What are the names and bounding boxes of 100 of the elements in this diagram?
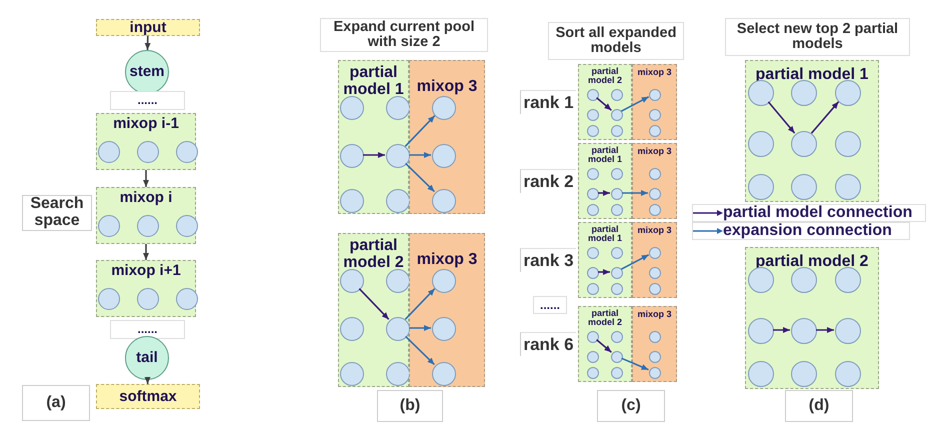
operation-circle xyxy=(587,188,599,200)
node-label: partial model 1 xyxy=(754,67,870,84)
arrow xyxy=(810,101,840,134)
operation-circle xyxy=(791,174,817,200)
title-box xyxy=(548,22,684,60)
operation-circle xyxy=(176,215,198,237)
operation-circle xyxy=(748,361,774,387)
ellipsis-box xyxy=(110,320,185,339)
layer-box xyxy=(96,19,200,36)
operation-circle xyxy=(386,317,410,341)
operation-circle xyxy=(137,288,159,310)
operation-circle xyxy=(587,247,599,259)
rank-box xyxy=(520,169,576,193)
operation-circle xyxy=(649,367,661,379)
operation-circle xyxy=(587,331,599,343)
operation-circle xyxy=(587,283,599,295)
operation-circle xyxy=(340,189,364,213)
partial-model-panel xyxy=(578,222,632,298)
arrow xyxy=(405,336,435,366)
operation-circle xyxy=(748,318,774,344)
node-label: (d) xyxy=(808,398,830,414)
node-label: Sort all expanded models xyxy=(554,26,678,56)
arrow xyxy=(596,97,612,111)
partial-model-panel xyxy=(578,143,632,219)
mixop-panel xyxy=(632,143,677,219)
legend-text: expansion connection xyxy=(723,223,892,239)
operation-circle xyxy=(835,174,861,200)
operation-circle xyxy=(611,247,623,259)
node-label: mixop 3 xyxy=(416,252,478,269)
rank-box xyxy=(520,90,576,114)
node-label: partial model 1 xyxy=(342,65,405,99)
operation-circle xyxy=(611,168,623,180)
mixop-panel xyxy=(632,306,677,382)
layer-circle xyxy=(125,50,169,94)
arrow xyxy=(144,376,151,384)
arrow xyxy=(620,254,650,270)
operation-circle xyxy=(386,189,410,213)
layer-panel xyxy=(96,260,196,317)
operation-circle xyxy=(340,362,364,386)
arrow xyxy=(144,36,151,50)
operation-circle xyxy=(748,174,774,200)
operation-circle xyxy=(340,144,364,168)
operation-circle xyxy=(432,96,456,120)
operation-circle xyxy=(611,89,623,101)
operation-circle xyxy=(432,362,456,386)
node-label: partial model 2 xyxy=(586,67,623,86)
node-label: mixop i xyxy=(118,190,174,206)
operation-circle xyxy=(791,318,817,344)
node-label: partial model 2 xyxy=(342,238,405,272)
operation-circle xyxy=(649,247,661,259)
arrow xyxy=(358,288,390,320)
node-label: rank 2 xyxy=(523,172,574,190)
arrow xyxy=(409,152,431,158)
operation-circle xyxy=(791,131,817,157)
operation-circle xyxy=(587,89,599,101)
mixop-panel xyxy=(632,64,677,140)
operation-circle xyxy=(587,125,599,137)
operation-circle xyxy=(386,96,410,120)
operation-circle xyxy=(432,189,456,213)
partial-model-panel xyxy=(338,60,409,214)
node-label: (c) xyxy=(621,398,641,414)
node-label: mixop i-1 xyxy=(112,116,180,132)
node-label: partial model 1 xyxy=(586,146,623,165)
operation-circle xyxy=(835,267,861,293)
arrow xyxy=(773,327,790,333)
node-label: partial model 1 xyxy=(586,225,623,244)
operation-circle xyxy=(587,204,599,216)
operation-circle xyxy=(176,288,198,310)
operation-circle xyxy=(649,109,661,121)
operation-circle xyxy=(649,283,661,295)
operation-circle xyxy=(386,269,410,293)
operation-circle xyxy=(791,361,817,387)
operation-circle xyxy=(587,367,599,379)
mixop-panel xyxy=(632,222,677,298)
operation-circle xyxy=(649,168,661,180)
mixop-panel xyxy=(409,60,485,214)
operation-circle xyxy=(432,317,456,341)
node-label: mixop 3 xyxy=(636,226,672,236)
arrow xyxy=(143,244,149,260)
operation-circle xyxy=(611,331,623,343)
operation-circle xyxy=(340,317,364,341)
node-label: Select new top 2 partial models xyxy=(736,22,900,52)
operation-circle xyxy=(98,288,120,310)
node-label: rank 1 xyxy=(523,94,574,112)
operation-circle xyxy=(432,144,456,168)
operation-circle xyxy=(587,267,599,279)
arrow xyxy=(622,190,648,196)
node-label: mixop 3 xyxy=(636,310,672,320)
partial-model-panel xyxy=(745,247,879,389)
title-box xyxy=(725,18,910,56)
ellipsis-box xyxy=(110,91,185,110)
operation-circle xyxy=(649,125,661,137)
layer-panel xyxy=(96,113,196,170)
operation-circle xyxy=(98,141,120,163)
operation-circle xyxy=(748,80,774,106)
layer-panel xyxy=(96,187,196,244)
operation-circle xyxy=(98,215,120,237)
arrow xyxy=(143,170,149,187)
rank-box xyxy=(520,248,576,272)
node-label: ...... xyxy=(137,323,158,336)
